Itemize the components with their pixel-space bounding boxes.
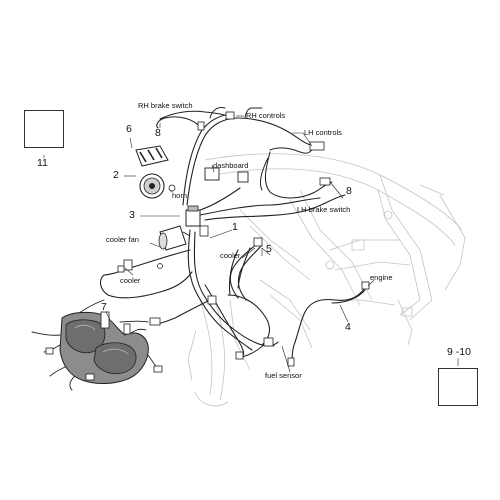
relay-block: [185, 167, 249, 237]
callout-1: 1: [232, 221, 238, 233]
label-engine: engine: [370, 273, 393, 282]
cooler-wires: [229, 242, 263, 301]
callout-7: 7: [101, 301, 107, 313]
item-11-box: [24, 110, 64, 148]
connectors: [117, 111, 370, 367]
callout-2: 2: [113, 169, 119, 181]
callout-3: 3: [129, 209, 135, 221]
callout-6: 6: [126, 123, 132, 135]
label-fuel-sensor: fuel sensor: [265, 371, 302, 380]
label-lh-brake-switch: LH brake switch: [297, 205, 351, 214]
label-dashboard: dashboard: [213, 161, 249, 170]
leader-lines: [43, 115, 459, 373]
harness-4: [291, 285, 367, 363]
callout-5: 5: [266, 243, 272, 255]
callout-11: 11: [37, 157, 48, 169]
item-9-10-box: [438, 368, 478, 406]
label-horn: horn: [172, 191, 188, 200]
label-rh-brake-switch: RH brake switch: [138, 101, 193, 110]
callout-4: 4: [345, 321, 351, 333]
label-cooler-left: cooler: [120, 276, 141, 285]
cooler-fan-motor: [157, 225, 191, 269]
callout-9-10: 9 -10: [447, 346, 471, 358]
vehicle-frame-outline: [187, 153, 466, 407]
callout-8-top: 8: [155, 127, 161, 139]
label-cooler-right: cooler: [220, 251, 241, 260]
label-cooler-fan: cooler fan: [106, 235, 139, 244]
horn-assembly: [135, 145, 176, 199]
label-rh-controls: RH controls: [246, 111, 286, 120]
rh-branch-wires: [159, 107, 263, 120]
label-lh-controls: LH controls: [304, 128, 342, 137]
callout-8-right: 8: [346, 185, 352, 197]
lh-branch-wires: [259, 147, 333, 199]
dashboard-instrument: [45, 311, 163, 384]
